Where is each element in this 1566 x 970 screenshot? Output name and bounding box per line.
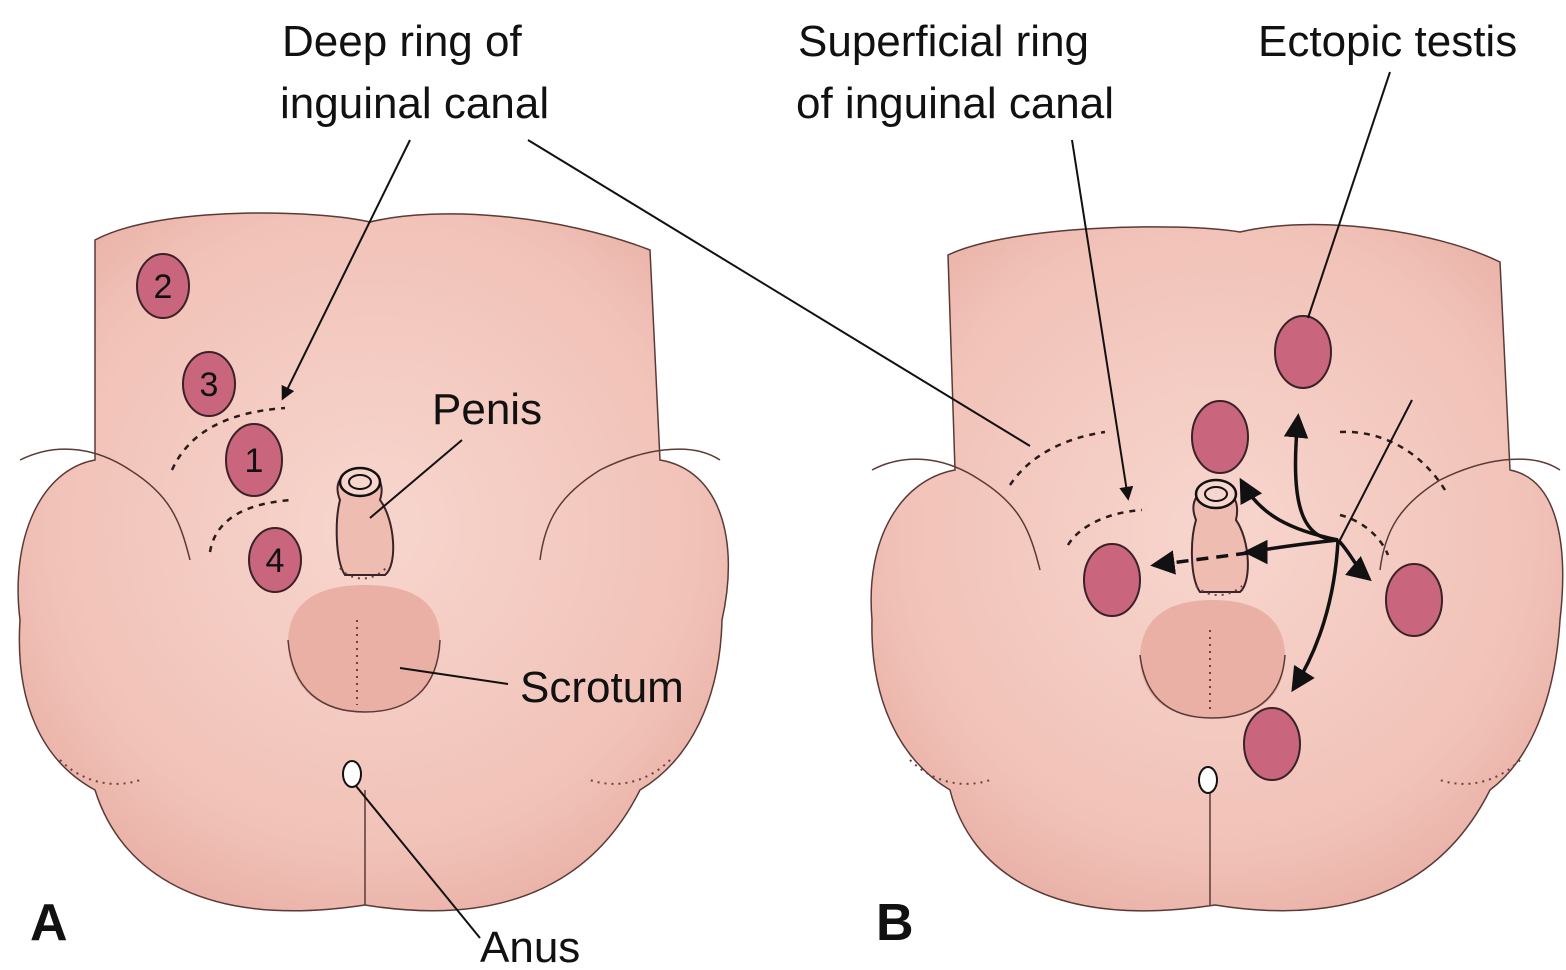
position-3: 3 (183, 352, 235, 416)
ectopic-testis-contralateral (1084, 544, 1140, 616)
panel-a-anus (343, 761, 361, 787)
deep-ring-label-line2: inguinal canal (280, 79, 549, 128)
panel-b-figure (871, 225, 1563, 911)
panel-b-anus (1199, 767, 1217, 793)
superficial-ring-label-line1: Superficial ring (798, 17, 1089, 66)
panel-b-scrotum-shade (1140, 600, 1285, 718)
anus-label: Anus (480, 923, 580, 970)
scrotum-label: Scrotum (520, 663, 684, 712)
position-4-number: 4 (266, 542, 285, 580)
penis-label: Penis (432, 385, 542, 434)
deep-ring-label-line1: Deep ring of (282, 17, 522, 66)
superficial-ring-label-line2: of inguinal canal (796, 79, 1114, 128)
position-2: 2 (137, 254, 189, 318)
ectopic-testis-pubic (1192, 401, 1248, 473)
ectopic-testis-femoral (1386, 564, 1442, 636)
position-3-number: 3 (200, 366, 219, 404)
ectopic-testis-perineal (1244, 708, 1300, 780)
position-1: 1 (226, 424, 282, 496)
ectopic-testis-label: Ectopic testis (1258, 17, 1517, 66)
position-1-number: 1 (245, 442, 264, 480)
panel-b-penis-glans (1196, 480, 1236, 508)
panel-a-label: A (30, 894, 68, 952)
panel-b-label: B (876, 894, 914, 952)
ectopic-testis-abdominal (1275, 316, 1331, 388)
panel-a-penis-glans (340, 468, 380, 496)
position-2-number: 2 (154, 268, 173, 306)
position-4: 4 (249, 528, 301, 592)
